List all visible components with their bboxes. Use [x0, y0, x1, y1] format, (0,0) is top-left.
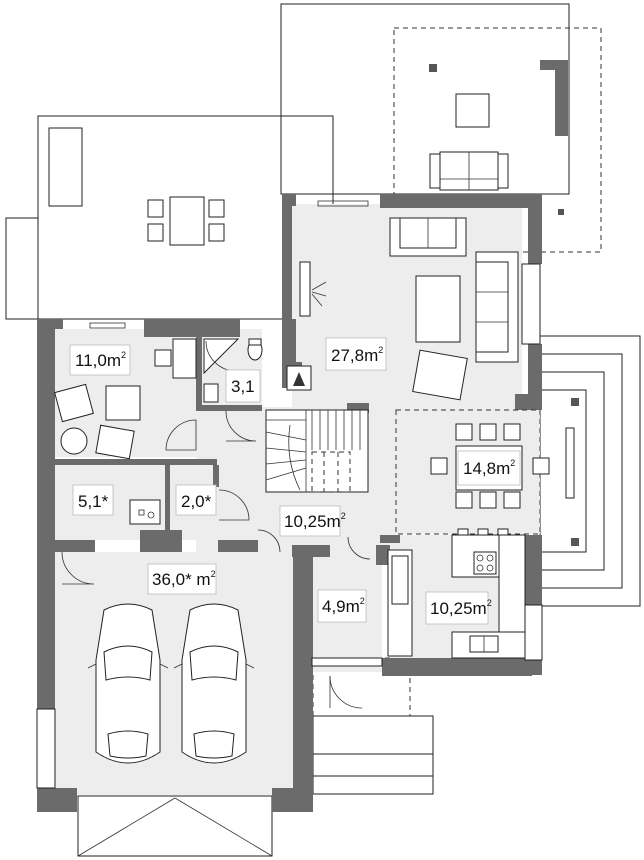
office-furniture: [54, 338, 197, 460]
area-label-vestibule: 4,9m2: [317, 589, 367, 623]
svg-text:36,0* m2: 36,0* m2: [152, 569, 216, 589]
right-terrace-steps: [539, 335, 641, 607]
garage-cars: [87, 603, 255, 764]
windows: [36, 200, 543, 789]
svg-text:27,8m2: 27,8m2: [331, 345, 383, 365]
svg-text:5,1*: 5,1*: [78, 492, 109, 511]
svg-text:11,0m2: 11,0m2: [75, 350, 126, 370]
area-label-dining: 14,8m2: [457, 450, 521, 486]
car-right: [173, 603, 255, 764]
upper-terrace: [280, 3, 602, 253]
area-label-storage: 2,0*: [175, 484, 217, 516]
area-label-utility: 5,1*: [72, 484, 114, 516]
wc-fixtures: [203, 338, 263, 403]
svg-text:10,25m2: 10,25m2: [430, 598, 492, 618]
svg-text:10,25m2: 10,25m2: [284, 511, 346, 531]
svg-text:14,8m2: 14,8m2: [463, 458, 515, 478]
car-left: [87, 603, 169, 764]
utility-fixtures: [129, 499, 161, 525]
left-terrace: [5, 115, 334, 320]
driveway: [77, 795, 273, 857]
area-label-garage: 36,0* m2: [147, 563, 217, 595]
area-label-wc: 3,1: [225, 369, 261, 403]
area-label-kitchen: 10,25m2: [425, 591, 492, 625]
svg-text:4,9m2: 4,9m2: [322, 596, 365, 616]
area-label-office: 11,0m2: [69, 344, 131, 376]
kitchen-fixtures: [387, 528, 526, 659]
svg-text:2,0*: 2,0*: [181, 492, 212, 511]
room-labels: 27,8m2 11,0m2 3,1 14,8m2 5,1* 2,0* 10,25…: [69, 337, 521, 625]
svg-text:3,1: 3,1: [231, 377, 255, 396]
doors: [61, 410, 371, 709]
living-furniture: [286, 217, 519, 401]
area-label-hall: 10,25m2: [279, 505, 346, 537]
walls: [37, 194, 542, 812]
front-steps: [312, 657, 434, 795]
staircase: [265, 409, 369, 493]
area-label-living: 27,8m2: [325, 337, 387, 371]
